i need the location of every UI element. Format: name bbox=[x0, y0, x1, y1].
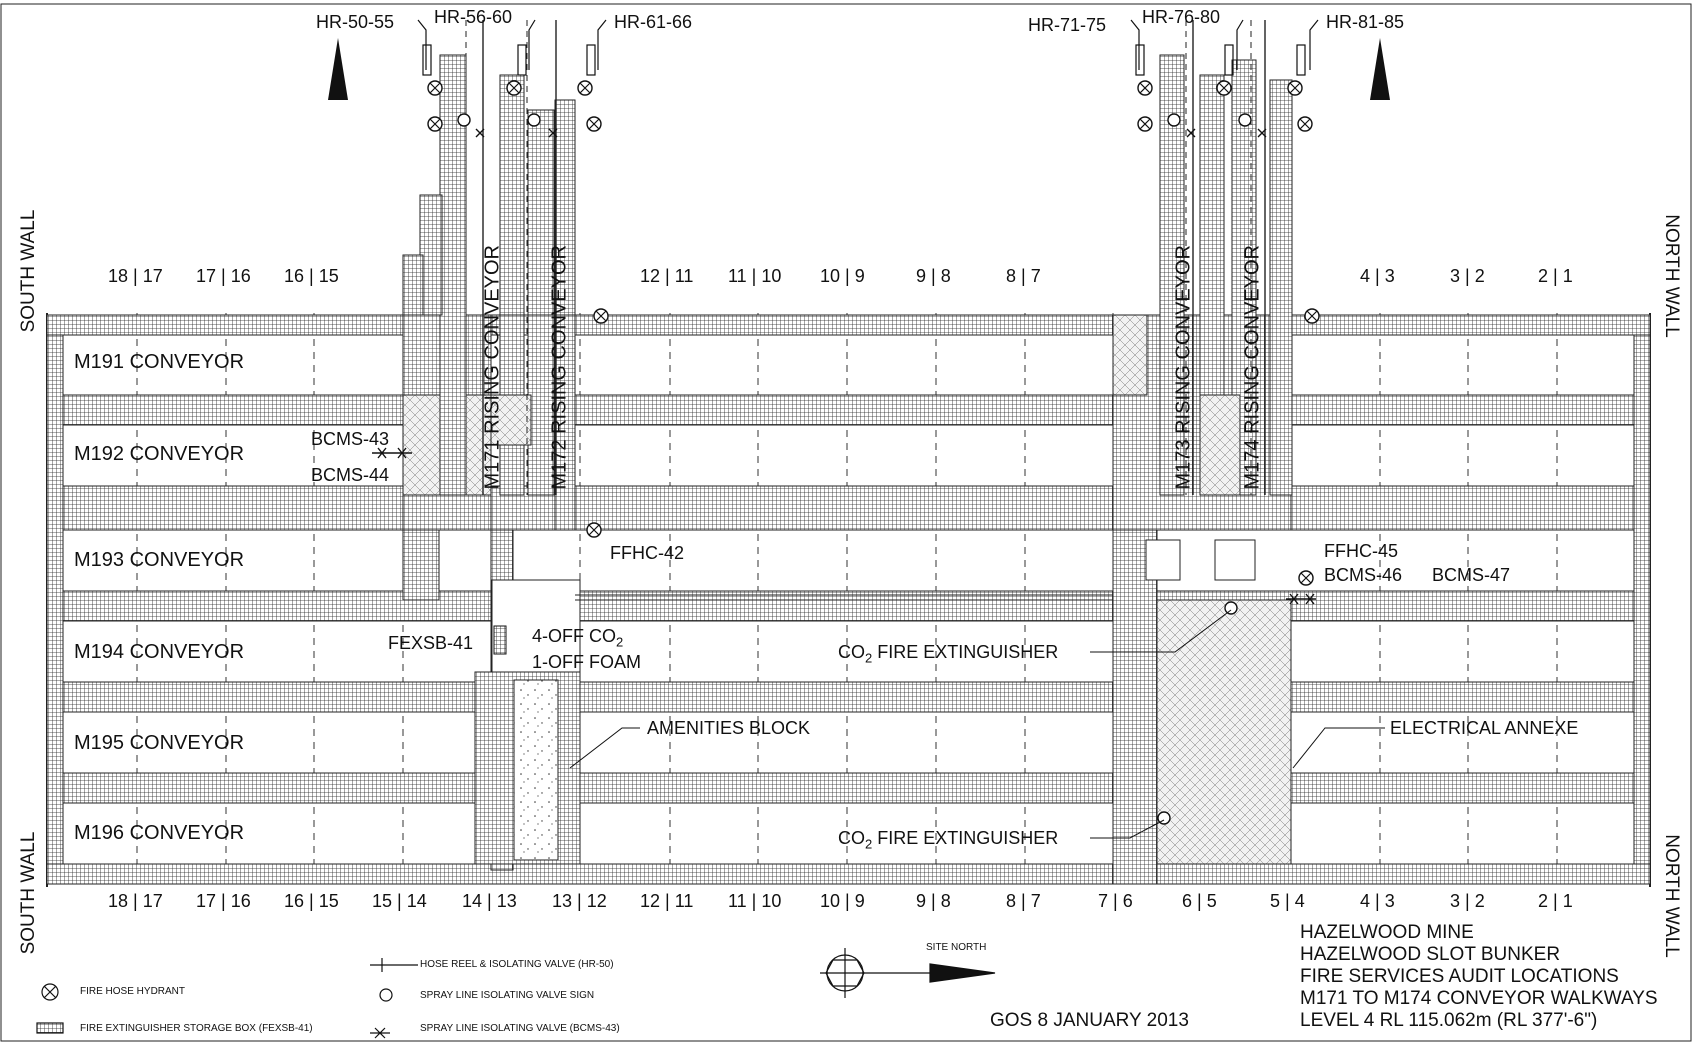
conveyor-label: M194 CONVEYOR bbox=[74, 641, 245, 663]
grid-label: 13 | 12 bbox=[552, 891, 607, 911]
hose-reel-label: HR-76-80 bbox=[1142, 7, 1221, 27]
grid-label: 11 | 10 bbox=[728, 891, 782, 911]
site-north-compass-icon bbox=[820, 948, 996, 998]
north-arrow-icon bbox=[328, 38, 1390, 100]
callout-electrical-annexe: ELECTRICAL ANNEXE bbox=[1390, 718, 1579, 738]
callout-ffhc42: FFHC-42 bbox=[610, 543, 685, 563]
grid-label: 14 | 13 bbox=[462, 891, 517, 911]
fire-extinguisher-box-icon bbox=[493, 625, 507, 655]
callout-foam: 1-OFF FOAM bbox=[532, 652, 641, 672]
grid-label: 3 | 2 bbox=[1450, 891, 1485, 911]
grid-label: 4 | 3 bbox=[1360, 266, 1395, 286]
hose-reel-label: HR-56-60 bbox=[434, 7, 513, 27]
grid-label: 9 | 8 bbox=[916, 891, 951, 911]
title-line: M171 TO M174 CONVEYOR WALKWAYS bbox=[1300, 988, 1658, 1009]
west-rising-structure bbox=[402, 54, 1120, 871]
grid-label: 2 | 1 bbox=[1538, 891, 1573, 911]
grid-label: 11 | 10 bbox=[728, 266, 782, 286]
spray-line-sign-icon bbox=[457, 113, 1252, 825]
south-wall-label-top: SOUTH WALL bbox=[18, 209, 39, 333]
callout-amenities-block: AMENITIES BLOCK bbox=[647, 718, 811, 738]
legend-fire-ext-box: FIRE EXTINGUISHER STORAGE BOX (FEXSB-41) bbox=[80, 1023, 313, 1034]
author-date: GOS 8 JANUARY 2013 bbox=[990, 1010, 1189, 1031]
site-north-label: SITE NORTH bbox=[926, 942, 987, 953]
callout-bcms46: BCMS-46 bbox=[1324, 565, 1403, 585]
legend-spray-valve: SPRAY LINE ISOLATING VALVE (BCMS-43) bbox=[420, 1023, 620, 1034]
grid-label: 8 | 7 bbox=[1006, 266, 1041, 286]
title-line: LEVEL 4 RL 115.062m (RL 377'-6") bbox=[1300, 1010, 1598, 1031]
rising-conveyor-label: M171 RISING CONVEYOR bbox=[481, 244, 504, 490]
hose-reel-label: HR-81-85 bbox=[1326, 12, 1405, 32]
grid-label: 16 | 15 bbox=[284, 266, 339, 286]
south-wall-label-bottom: SOUTH WALL bbox=[18, 831, 39, 955]
conveyor-label: M196 CONVEYOR bbox=[74, 822, 245, 844]
spray-line-valve-icon bbox=[372, 128, 1316, 605]
grid-label: 17 | 16 bbox=[196, 891, 251, 911]
grid-label: 9 | 8 bbox=[916, 266, 951, 286]
grid-label: 12 | 11 bbox=[640, 891, 694, 911]
title-line: HAZELWOOD MINE bbox=[1300, 922, 1474, 943]
legend-symbols bbox=[36, 958, 418, 1039]
grid-label: 8 | 7 bbox=[1006, 891, 1041, 911]
grid-label: 5 | 4 bbox=[1270, 891, 1305, 911]
grid-label: 12 | 11 bbox=[640, 266, 694, 286]
grid-label: 18 | 17 bbox=[108, 891, 163, 911]
callout-co2-count: 4-OFF CO2 bbox=[532, 626, 624, 650]
hose-reel-label: HR-61-66 bbox=[614, 12, 693, 32]
rising-conveyor-label: M173 RISING CONVEYOR bbox=[1172, 244, 1195, 490]
north-wall-label-top: NORTH WALL bbox=[1661, 214, 1682, 338]
callout-bcms44: BCMS-44 bbox=[311, 465, 390, 485]
grid-label: 10 | 9 bbox=[820, 266, 865, 286]
drawing-border bbox=[0, 3, 1692, 1042]
rising-conveyor-label: M172 RISING CONVEYOR bbox=[548, 244, 571, 490]
legend-spray-sign: SPRAY LINE ISOLATING VALVE SIGN bbox=[420, 990, 595, 1001]
north-wall-label-bottom: NORTH WALL bbox=[1661, 834, 1682, 958]
grid-label: 18 | 17 bbox=[108, 266, 163, 286]
conveyor-label: M191 CONVEYOR bbox=[74, 351, 245, 373]
rising-conveyor-label: M174 RISING CONVEYOR bbox=[1241, 244, 1264, 490]
callout-bcms47: BCMS-47 bbox=[1432, 565, 1511, 585]
legend-fire-hose-hydrant: FIRE HOSE HYDRANT bbox=[80, 986, 186, 997]
hose-reel-label: HR-71-75 bbox=[1028, 15, 1107, 35]
grid-label: 4 | 3 bbox=[1360, 891, 1395, 911]
grid-label: 7 | 6 bbox=[1098, 891, 1133, 911]
legend-hose-reel: HOSE REEL & ISOLATING VALVE (HR-50) bbox=[420, 959, 614, 970]
conveyor-label: M193 CONVEYOR bbox=[74, 549, 245, 571]
grid-label: 17 | 16 bbox=[196, 266, 251, 286]
callout-co2-extinguisher-upper: CO2 FIRE EXTINGUISHER bbox=[838, 642, 1059, 666]
conveyor-label: M195 CONVEYOR bbox=[74, 732, 245, 754]
grid-label: 15 | 14 bbox=[372, 891, 427, 911]
title-line: FIRE SERVICES AUDIT LOCATIONS bbox=[1300, 966, 1619, 987]
grid-label: 6 | 5 bbox=[1182, 891, 1217, 911]
grid-label: 2 | 1 bbox=[1538, 266, 1573, 286]
grid-label: 10 | 9 bbox=[820, 891, 865, 911]
grid-label: 16 | 15 bbox=[284, 891, 339, 911]
conveyor-label: M192 CONVEYOR bbox=[74, 443, 245, 465]
callout-bcms43: BCMS-43 bbox=[311, 429, 390, 449]
title-line: HAZELWOOD SLOT BUNKER bbox=[1300, 944, 1561, 965]
title-block: HAZELWOOD MINE HAZELWOOD SLOT BUNKER FIR… bbox=[1300, 922, 1658, 1032]
hose-reel-label: HR-50-55 bbox=[316, 12, 395, 32]
callout-ffhc45: FFHC-45 bbox=[1324, 541, 1399, 561]
callout-fexsb41: FEXSB-41 bbox=[388, 633, 474, 653]
east-rising-structure bbox=[1112, 54, 1293, 885]
grid-label: 3 | 2 bbox=[1450, 266, 1485, 286]
callout-co2-extinguisher-lower: CO2 FIRE EXTINGUISHER bbox=[838, 828, 1059, 852]
